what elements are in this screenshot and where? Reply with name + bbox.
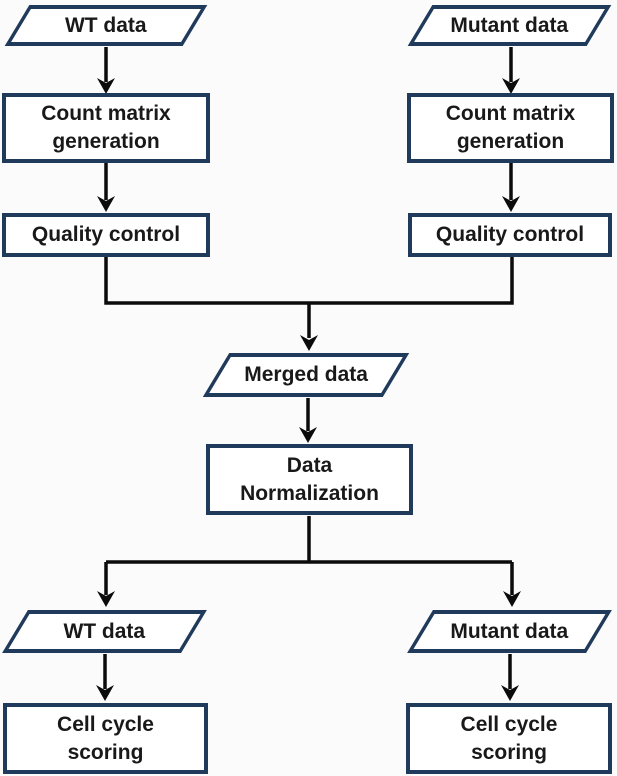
node-cell-cycle-scoring-right: Cell cycle scoring: [406, 703, 612, 774]
node-label: Quality control: [435, 223, 585, 247]
arrowhead: [502, 196, 520, 212]
arrowhead: [503, 591, 521, 607]
arrowhead: [97, 196, 115, 212]
node-label: Mutant data: [450, 619, 569, 643]
node-quality-control-left: Quality control: [2, 213, 210, 257]
node-label: Count matrix generation: [445, 102, 576, 153]
arrowhead: [97, 591, 115, 607]
arrowhead: [502, 78, 520, 94]
node-cell-cycle-scoring-left: Cell cycle scoring: [3, 703, 208, 774]
arrowhead: [299, 427, 317, 443]
node-label: Quality control: [31, 223, 181, 247]
node-wt-data-bottom: WT data: [2, 610, 207, 653]
node-label: Mutant data: [450, 13, 569, 37]
node-mutant-data-top: Mutant data: [407, 5, 612, 46]
edge-normalization-split: [104, 516, 514, 595]
node-wt-data-top: WT data: [4, 5, 208, 46]
arrowhead: [97, 78, 115, 94]
arrowhead: [96, 685, 114, 701]
node-data-normalization: Data Normalization: [206, 444, 413, 515]
node-mutant-data-bottom: Mutant data: [407, 610, 612, 653]
node-merged-data: Merged data: [202, 353, 410, 397]
arrowhead: [300, 335, 318, 351]
node-label: Count matrix generation: [41, 102, 171, 153]
node-label: Merged data: [244, 363, 368, 387]
node-label: Cell cycle scoring: [57, 712, 154, 764]
node-label: Data Normalization: [240, 453, 379, 505]
edge-qc-merge: [104, 256, 514, 305]
node-label: Cell cycle scoring: [460, 712, 558, 764]
node-label: WT data: [65, 13, 147, 37]
node-count-matrix-right: Count matrix generation: [407, 93, 614, 163]
arrowhead: [501, 685, 519, 701]
node-count-matrix-left: Count matrix generation: [2, 93, 210, 163]
node-quality-control-right: Quality control: [408, 213, 612, 257]
node-label: WT data: [63, 619, 146, 643]
